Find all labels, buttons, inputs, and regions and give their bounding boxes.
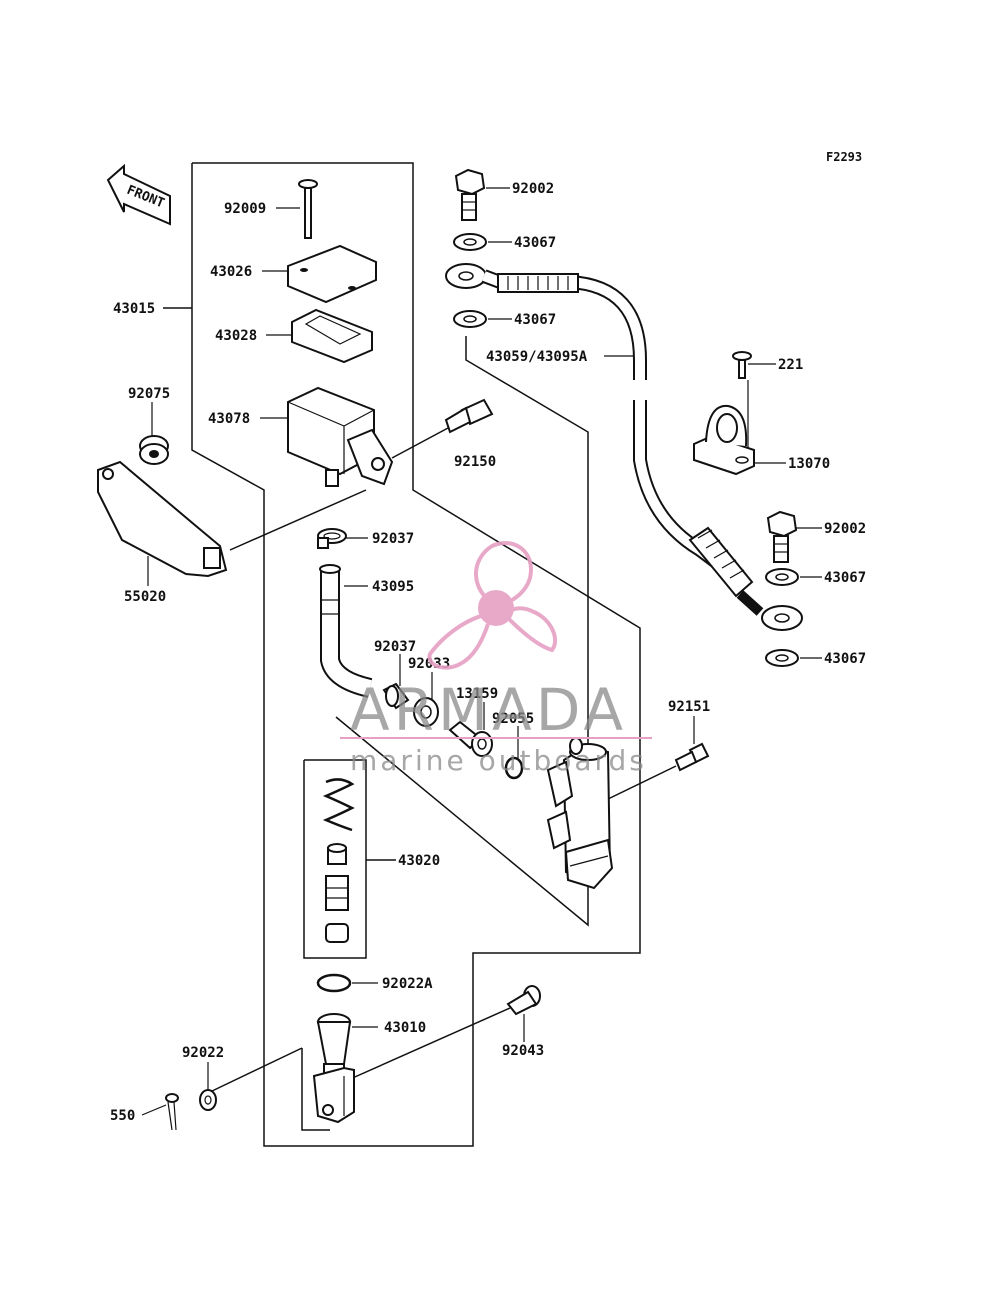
label-92150[interactable]: 92150 — [454, 454, 496, 470]
reservoir-hose-icon — [319, 564, 373, 698]
label-43020[interactable]: 43020 — [398, 853, 440, 869]
clevis-pin-icon — [506, 985, 541, 1016]
label-92009[interactable]: 92009 — [224, 201, 266, 217]
label-92075[interactable]: 92075 — [128, 386, 170, 402]
label-92151[interactable]: 92151 — [668, 699, 710, 715]
banjo-bolt-lower-icon — [766, 510, 798, 563]
hose-clip-upper-icon — [317, 528, 347, 549]
piston-kit-spring-icon — [322, 778, 355, 832]
piston-kit-seal-icon — [325, 923, 349, 943]
label-92037-upper[interactable]: 92037 — [372, 531, 414, 547]
label-55020[interactable]: 55020 — [124, 589, 166, 605]
label-13070[interactable]: 13070 — [788, 456, 830, 472]
brake-hose-icon — [445, 263, 803, 631]
label-92037-lower[interactable]: 92037 — [374, 639, 416, 655]
label-92055[interactable]: 92055 — [492, 711, 534, 727]
label-92002-lower[interactable]: 92002 — [824, 521, 866, 537]
label-43067-top[interactable]: 43067 — [514, 235, 556, 251]
assembly-outline-lines — [163, 162, 677, 1147]
reservoir-cap-icon — [287, 244, 377, 304]
seal-92033-icon — [413, 697, 439, 727]
hose-clip-lower-icon — [382, 682, 410, 710]
armada-watermark: ARMADA marine outboards — [340, 541, 652, 777]
piston-kit-cup-icon — [327, 843, 347, 865]
label-92043[interactable]: 92043 — [502, 1043, 544, 1059]
label-43026[interactable]: 43026 — [210, 264, 252, 280]
label-43015[interactable]: 43015 — [113, 301, 155, 317]
label-92002-top[interactable]: 92002 — [512, 181, 554, 197]
label-550[interactable]: 550 — [110, 1108, 135, 1124]
washer-43067-second-icon — [453, 310, 487, 328]
diagram-code: F2293 — [826, 150, 862, 164]
label-13159[interactable]: 13159 — [456, 686, 498, 702]
reservoir-body-icon — [287, 386, 394, 487]
front-arrow-icon: FRONT — [106, 163, 171, 226]
label-221[interactable]: 221 — [778, 357, 803, 373]
label-43067-fourth[interactable]: 43067 — [824, 651, 866, 667]
grommet-icon — [139, 435, 169, 465]
label-43078[interactable]: 43078 — [208, 411, 250, 427]
washer-43067-third-icon — [765, 568, 799, 586]
bolt-92150-icon — [444, 398, 494, 434]
label-43059-43095A[interactable]: 43059/43095A — [486, 349, 588, 365]
propeller-logo-icon — [427, 541, 558, 670]
watermark-tagline: marine outboards — [350, 744, 647, 777]
label-92022[interactable]: 92022 — [182, 1045, 224, 1061]
banjo-bolt-top-icon — [454, 168, 486, 221]
label-43010[interactable]: 43010 — [384, 1020, 426, 1036]
label-43095[interactable]: 43095 — [372, 579, 414, 595]
bolt-92151-icon — [674, 742, 710, 772]
washer-92022-icon — [199, 1089, 217, 1111]
washer-43067-top-icon — [453, 233, 487, 251]
cotter-pin-icon — [165, 1093, 179, 1131]
label-92022A[interactable]: 92022A — [382, 976, 433, 992]
label-43067-third[interactable]: 43067 — [824, 570, 866, 586]
watermark-brand: ARMADA — [350, 676, 627, 744]
part-labels: 92009 43026 43015 43028 92075 43078 5502… — [110, 181, 866, 1124]
screw-92009-icon — [298, 179, 318, 239]
leader-lines — [141, 187, 822, 1116]
diaphragm-icon — [291, 308, 373, 364]
push-rod-clevis-icon — [312, 1013, 355, 1124]
clamp-13070-icon — [693, 404, 755, 476]
o-ring-92055-icon — [504, 756, 524, 780]
circlip-icon — [316, 973, 352, 993]
master-cylinder-body-icon — [546, 737, 614, 890]
piston-kit-piston-icon — [325, 875, 349, 911]
label-43067-second[interactable]: 43067 — [514, 312, 556, 328]
washer-43067-fourth-icon — [765, 649, 799, 667]
label-43028[interactable]: 43028 — [215, 328, 257, 344]
screw-221-icon — [732, 351, 752, 379]
guard-plate-icon — [97, 460, 228, 578]
